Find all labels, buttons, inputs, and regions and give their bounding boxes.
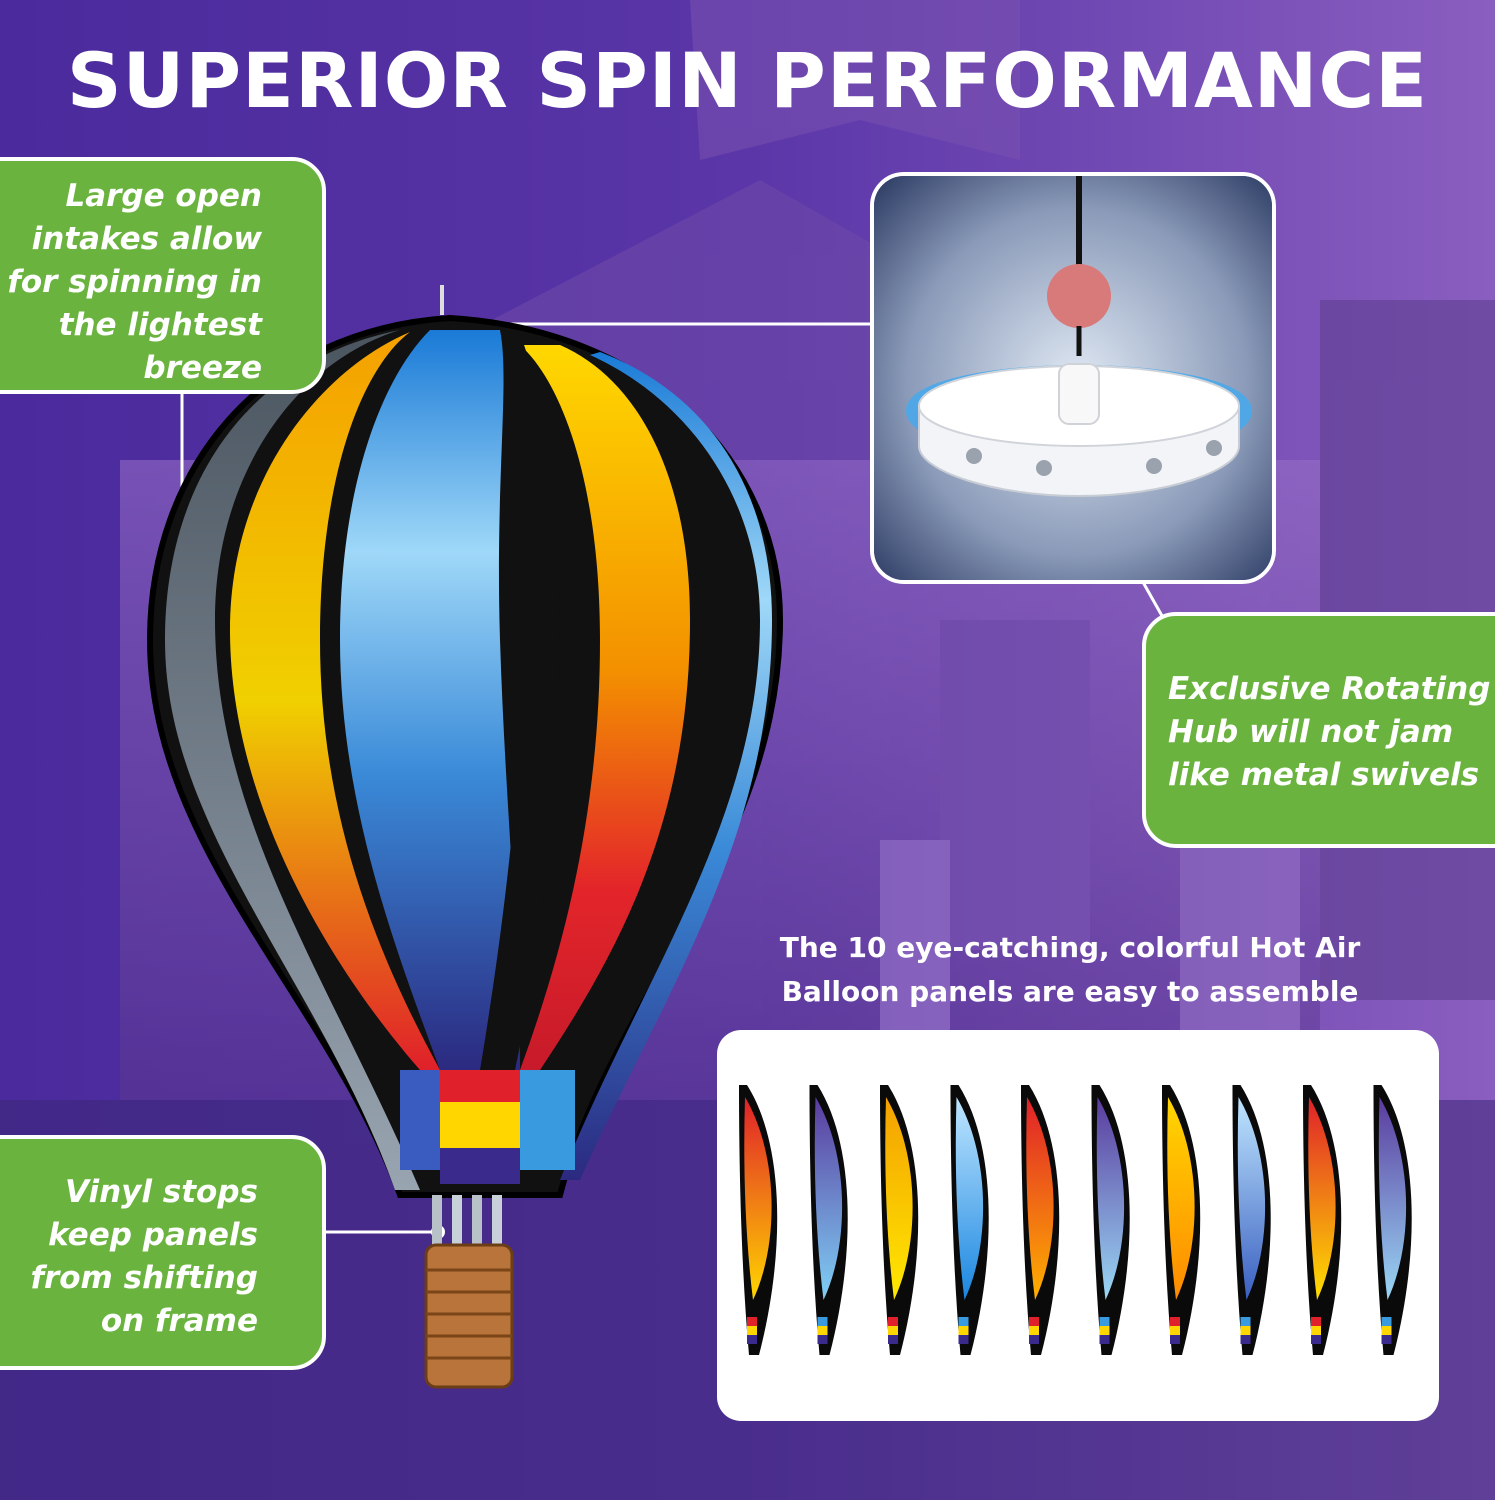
panel-9 [1303,1085,1342,1355]
panel-1 [739,1085,778,1355]
panel-5 [1021,1085,1060,1355]
callout-hub-text: Exclusive Rotating Hub will not jam like… [1168,671,1491,793]
panel-4 [950,1085,989,1355]
panel-6 [1091,1085,1130,1355]
callout-vinyl: Vinyl stops keep panels from shifting on… [0,1135,326,1370]
balloon-panels-illustration [739,1085,1412,1355]
callout-intakes-text: Large open intakes allow for spinning in… [7,178,262,386]
callout-vinyl-text: Vinyl stops keep panels from shifting on… [30,1174,258,1339]
panels-card [717,1030,1439,1421]
rotating-hub-image [870,172,1276,584]
panel-8 [1232,1085,1271,1355]
panels-caption: The 10 eye-catching, colorful Hot Air Ba… [779,931,1361,1008]
ball-bead-icon [1047,264,1111,328]
panel-2 [809,1085,848,1355]
page-title: SUPERIOR SPIN PERFORMANCE [66,36,1429,125]
callout-intakes: Large open intakes allow for spinning in… [0,157,326,394]
panel-10 [1373,1085,1412,1355]
panel-7 [1162,1085,1201,1355]
basket [424,1243,514,1389]
panel-3 [880,1085,919,1355]
callout-hub: Exclusive Rotating Hub will not jam like… [1142,612,1495,848]
rotating-hub-illustration [874,176,1272,580]
